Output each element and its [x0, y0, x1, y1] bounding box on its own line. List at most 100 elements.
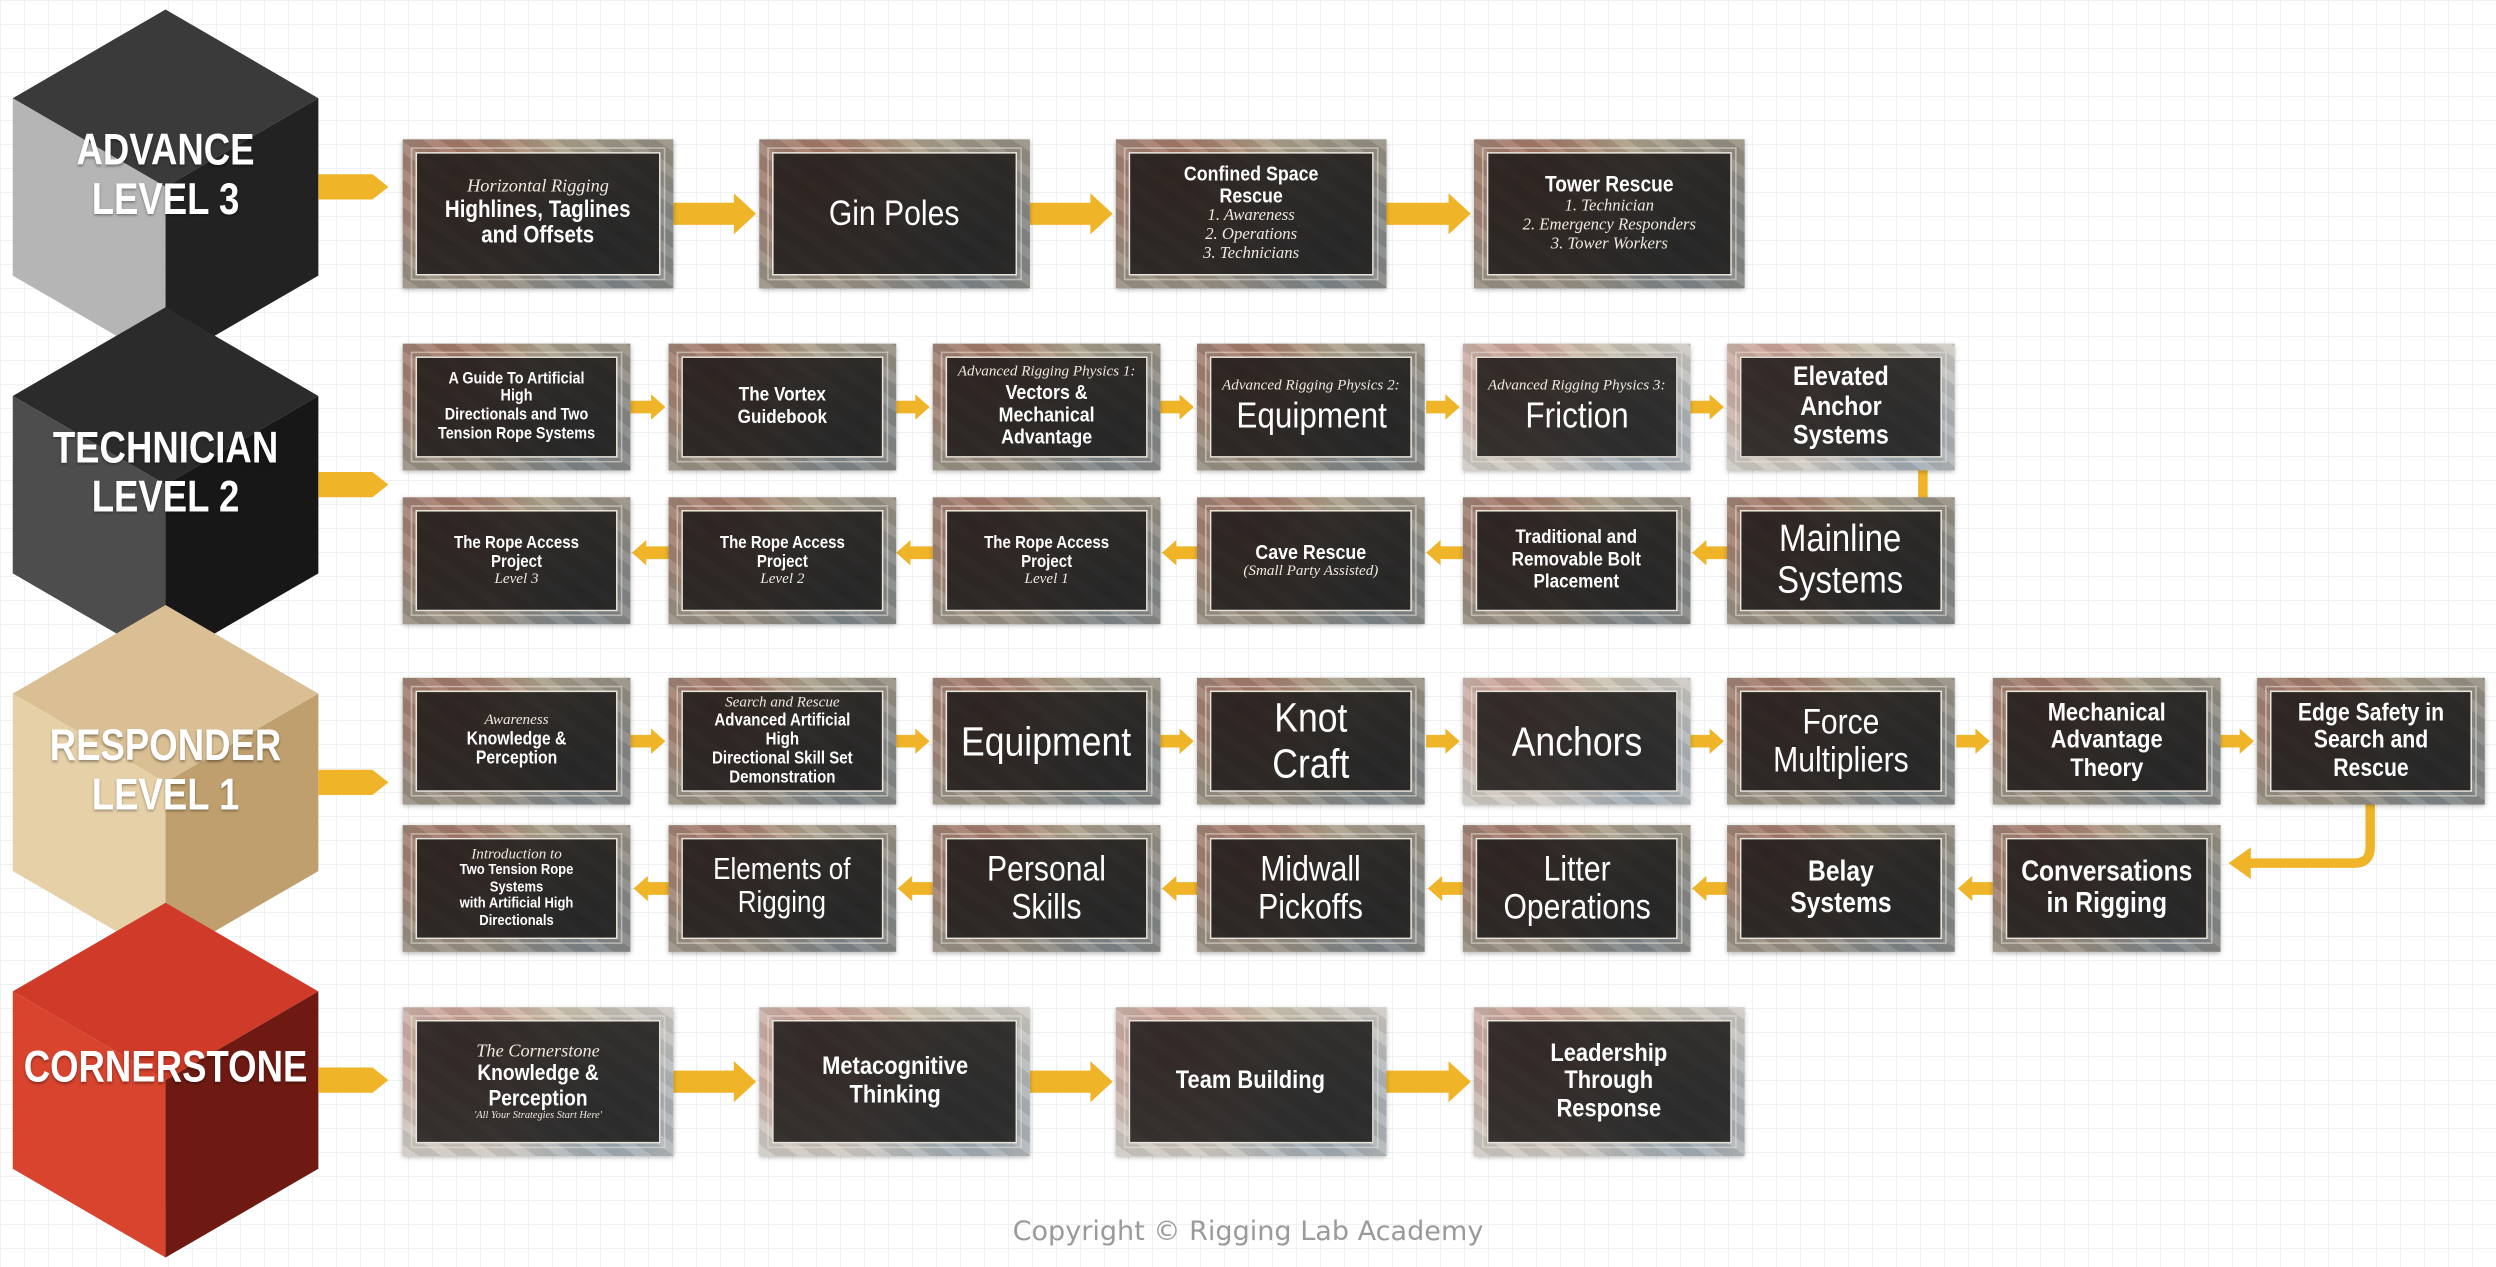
course-subtitle: 'All Your Strategies Start Here' — [474, 1110, 602, 1122]
course-label-box: Metacognitive Thinking — [767, 1015, 1022, 1149]
course-supertitle: Awareness — [484, 712, 549, 729]
course-card-mainline-systems[interactable]: Mainline Systems — [1727, 497, 1955, 624]
course-label-box: Belay Systems — [1735, 833, 1947, 944]
course-card-conversations[interactable]: Conversations in Rigging — [1992, 825, 2221, 952]
course-title: Team Building — [1176, 1067, 1326, 1095]
course-title: Anchors — [1511, 716, 1642, 765]
course-title: Force Multipliers — [1773, 701, 1909, 780]
cube-face-left — [12, 991, 166, 1258]
course-card-arp2[interactable]: Advanced Rigging Physics 2:Equipment — [1197, 343, 1425, 471]
course-title: A Guide To Artificial High Directionals … — [437, 368, 596, 443]
flow-arrow — [896, 540, 933, 566]
course-card-arp3[interactable]: Advanced Rigging Physics 3:Friction — [1462, 343, 1691, 471]
course-card-midwall-pickoffs[interactable]: Midwall Pickoffs — [1197, 825, 1425, 952]
course-card-gin-poles[interactable]: Gin Poles — [759, 139, 1030, 289]
flow-arrow — [2228, 804, 2375, 879]
course-subtitle: (Small Party Assisted) — [1243, 563, 1379, 580]
course-title: Conversations in Rigging — [2021, 855, 2193, 919]
course-card-knot-craft[interactable]: Knot Craft — [1197, 677, 1425, 805]
flow-arrow — [1029, 1061, 1113, 1103]
course-title: Tower Rescue — [1545, 171, 1674, 197]
cube-face-left — [12, 693, 166, 960]
flow-arrow — [1426, 540, 1463, 566]
course-supertitle: Advanced Rigging Physics 1: — [957, 364, 1136, 381]
course-supertitle: Introduction to — [471, 847, 562, 863]
flow-arrow — [1956, 728, 1990, 754]
course-card-litter-operations[interactable]: Litter Operations — [1462, 825, 1691, 952]
course-card-team-building[interactable]: Team Building — [1115, 1007, 1387, 1157]
course-card-vortex-guidebook[interactable]: The Vortex Guidebook — [668, 343, 897, 471]
course-title: Knowledge & Perception — [477, 1060, 599, 1110]
course-title: The Vortex Guidebook — [737, 383, 828, 428]
flow-arrow — [673, 1061, 757, 1103]
course-card-force-multipliers[interactable]: Force Multipliers — [1727, 677, 1955, 805]
course-title: Vectors & Mechanical Advantage — [998, 379, 1095, 449]
course-supertitle: Search and Rescue — [725, 694, 840, 711]
course-label-box: Mechanical Advantage Theory — [2000, 685, 2213, 797]
flow-arrow — [1692, 540, 1728, 566]
course-card-arp1[interactable]: Advanced Rigging Physics 1:Vectors & Mec… — [932, 343, 1161, 471]
course-list-item: 1. Technician — [1564, 197, 1655, 215]
course-list-item: 2. Operations — [1205, 226, 1298, 245]
flow-arrow — [1162, 875, 1198, 902]
course-card-ma-theory[interactable]: Mechanical Advantage Theory — [1992, 677, 2221, 805]
course-title: Equipment — [1235, 393, 1387, 435]
course-label-box: Leadership Through Response — [1481, 1015, 1737, 1149]
course-label-box: Cave Rescue(Small Party Assisted) — [1204, 505, 1417, 617]
course-label-box: Anchors — [1470, 685, 1683, 797]
course-card-metacognitive[interactable]: Metacognitive Thinking — [759, 1007, 1030, 1157]
course-card-elements-rigging[interactable]: Elements of Rigging — [668, 825, 897, 952]
flow-arrow — [1427, 875, 1463, 902]
flow-arrow — [1957, 875, 1993, 902]
course-card-cave-rescue[interactable]: Cave Rescue(Small Party Assisted) — [1197, 497, 1425, 624]
course-card-guide-artificial-high[interactable]: A Guide To Artificial High Directionals … — [402, 343, 631, 471]
course-card-elevated-anchor[interactable]: Elevated Anchor Systems — [1727, 343, 1955, 471]
course-card-leadership[interactable]: Leadership Through Response — [1474, 1007, 1745, 1157]
course-card-equipment[interactable]: Equipment — [932, 677, 1161, 805]
course-label-box: Litter Operations — [1470, 833, 1683, 944]
course-list-item: 3. Technicians — [1203, 246, 1300, 264]
flow-arrow — [1690, 728, 1724, 754]
course-title: The Rope Access Project — [984, 533, 1110, 572]
course-label-box: Elements of Rigging — [676, 833, 889, 944]
course-subtitle: Level 3 — [494, 571, 539, 588]
course-card-edge-safety[interactable]: Edge Safety in Search and Rescue — [2257, 677, 2485, 805]
flow-arrow — [1386, 193, 1471, 235]
course-title: Knowledge & Perception — [466, 729, 567, 769]
flow-arrow — [630, 728, 666, 754]
course-card-bolt-placement[interactable]: Traditional and Removable Bolt Placement — [1462, 497, 1691, 624]
level-label-responder: RESPONDER LEVEL 1 — [49, 720, 282, 819]
course-title: Two Tension Rope Systems with Artificial… — [459, 862, 574, 930]
flow-arrow — [2220, 728, 2254, 754]
course-label-box: Elevated Anchor Systems — [1735, 351, 1947, 463]
course-title: Litter Operations — [1503, 848, 1651, 927]
course-title: Personal Skills — [987, 848, 1107, 927]
level-label-technician: TECHNICIAN LEVEL 2 — [52, 422, 279, 522]
course-card-personal-skills[interactable]: Personal Skills — [932, 825, 1161, 952]
course-card-belay-systems[interactable]: Belay Systems — [1727, 825, 1955, 952]
level-cube-cornerstone — [12, 902, 319, 1258]
course-label-box: Midwall Pickoffs — [1204, 833, 1417, 944]
course-title: Gin Poles — [829, 193, 960, 233]
course-label-box: The Vortex Guidebook — [676, 351, 889, 463]
course-card-anchors[interactable]: Anchors — [1462, 677, 1691, 805]
course-list-item: 2. Emergency Responders — [1522, 216, 1697, 234]
flow-arrow — [897, 875, 933, 902]
course-label-box: Conversations in Rigging — [2000, 833, 2213, 944]
